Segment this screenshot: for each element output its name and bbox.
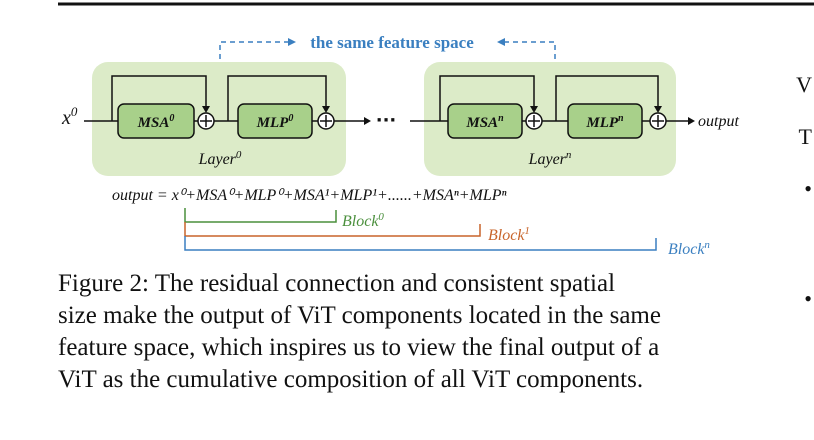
caption-line: feature space, which inspires us to view… [58,334,660,361]
layern-wiring [410,75,688,122]
figure-caption: Figure 2: The residual connection and co… [58,268,758,396]
block1-label: Block1 [488,225,530,244]
right-column-fragment: • [804,286,812,311]
output-label: output [698,113,739,130]
mlp0-label: MLP0 [256,113,294,131]
mlpn-module [567,103,643,139]
layer0-label: Layer0 [198,149,242,168]
block-brackets [184,208,657,251]
layer0-panel [92,62,346,176]
right-column-fragment: T [798,124,812,149]
blockn-bracket [184,236,657,251]
caption-line: size make the output of ViT components l… [58,302,661,329]
ellipsis: ··· [376,110,397,131]
mlp0-module [237,103,313,139]
right-column-fragment: • [804,176,812,201]
mlpn-label: MLPn [585,113,624,131]
right-column-fragment: V [796,72,812,97]
layern-panel [424,62,676,176]
block1-bracket [184,222,481,237]
feature-space-label: the same feature space [310,33,474,52]
block0-label: Block0 [342,211,384,230]
output-equation: output = x⁰+MSA⁰+MLP⁰+MSA¹+MLP¹+......+M… [112,187,507,204]
input-symbol: x0 [61,104,78,129]
caption-line: Figure 2: The residual connection and co… [58,270,616,297]
msan-module [447,103,523,139]
layern-label: Layern [528,149,572,168]
feature-space-connector [219,38,556,68]
msa0-module [117,103,195,139]
caption-line: ViT as the cumulative composition of all… [58,366,644,393]
msan-label: MSAn [465,113,504,131]
msa0-label: MSA0 [137,113,175,131]
block0-bracket [184,208,337,223]
layer0-wiring [84,75,366,122]
blockn-label: Blockn [668,239,710,258]
